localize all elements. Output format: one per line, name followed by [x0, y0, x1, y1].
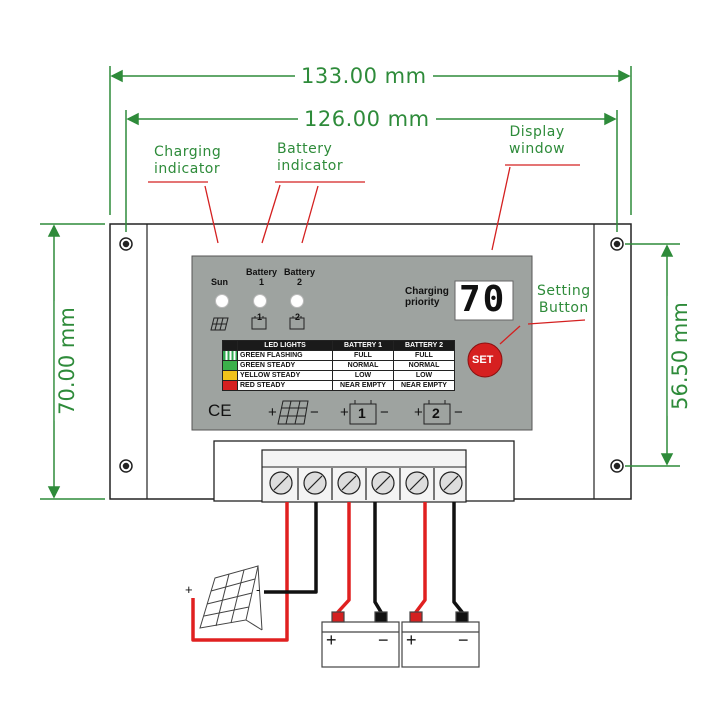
battery-2-icon	[401, 611, 480, 668]
battery-1-state: NORMAL	[332, 360, 394, 371]
led-table-swatch-header	[222, 340, 238, 351]
set-button-label[interactable]: SET	[472, 354, 494, 366]
hole-spacing-width-label: 126.00 mm	[298, 107, 436, 131]
battery-indicator-callout: Battery indicator	[277, 141, 344, 174]
total-height-label: 70.00 mm	[54, 301, 79, 421]
battery-2-terminal-minus: −	[454, 404, 463, 421]
battery-1-icon	[321, 611, 400, 668]
battery-2-plus-label: +	[406, 630, 417, 650]
display-window-callout: Display window	[509, 124, 566, 157]
panel-small-icons	[210, 316, 451, 425]
callout-leaders	[148, 164, 586, 345]
height-dimension-lines	[40, 223, 680, 500]
battery-1-terminal-number: 1	[358, 405, 366, 421]
battery-1-icon-number: 1	[257, 312, 263, 322]
battery-2-state: LOW	[393, 370, 455, 381]
led-color-swatch	[222, 350, 238, 361]
battery-1-state: NEAR EMPTY	[332, 380, 394, 391]
battery-2-terminal-plus: +	[414, 404, 423, 421]
display-value: 70	[459, 279, 507, 320]
led-table-header-lights: LED LIGHTS	[237, 340, 333, 351]
battery-2-minus-label: −	[458, 630, 469, 650]
mounting-holes	[119, 237, 624, 473]
solar-minus-label: -	[256, 582, 261, 597]
battery-1-terminal-minus: −	[380, 404, 389, 421]
battery-2-label: Battery 2	[284, 267, 316, 287]
led-state-name: GREEN STEADY	[237, 360, 333, 371]
battery-2-state: NORMAL	[393, 360, 455, 371]
battery-1-state: FULL	[332, 350, 394, 361]
led-color-swatch	[222, 360, 238, 371]
charging-priority-label: Charging priority	[405, 286, 449, 308]
display-window	[454, 280, 514, 321]
solar-terminal-minus: −	[310, 404, 319, 421]
led-state-name: GREEN FLASHING	[237, 350, 333, 361]
solar-panel-icon	[199, 565, 263, 631]
set-button-shape[interactable]	[467, 342, 503, 378]
led-color-swatch	[222, 380, 238, 391]
battery-2-state: FULL	[393, 350, 455, 361]
battery-1-label: Battery 1	[246, 267, 278, 287]
battery-2-state: NEAR EMPTY	[393, 380, 455, 391]
led-color-swatch	[222, 370, 238, 381]
led-state-name: YELLOW STEADY	[237, 370, 333, 381]
sun-label: Sun	[211, 277, 228, 287]
battery-2-terminal-number: 2	[432, 405, 440, 421]
total-width-label: 133.00 mm	[295, 64, 433, 88]
battery-1-terminal-plus: +	[340, 404, 349, 421]
solar-plus-label: +	[185, 582, 193, 597]
charging-indicator-callout: Charging indicator	[154, 144, 222, 177]
battery-1-minus-label: −	[378, 630, 389, 650]
led-status-table: LED LIGHTS BATTERY 1 BATTERY 2 GREEN FLA…	[222, 340, 455, 391]
led-table-header-battery-1: BATTERY 1	[332, 340, 394, 351]
led-table-header-battery-2: BATTERY 2	[393, 340, 455, 351]
solar-terminal-plus: +	[268, 404, 277, 421]
setting-button-callout: Setting Button	[537, 283, 591, 316]
battery-2-icon-number: 2	[295, 312, 301, 322]
led-state-name: RED STEADY	[237, 380, 333, 391]
led-indicators	[215, 294, 304, 308]
ce-mark: CE	[208, 401, 232, 420]
hole-spacing-height-label: 56.50 mm	[667, 296, 692, 416]
battery-1-plus-label: +	[326, 630, 337, 650]
battery-1-state: LOW	[332, 370, 394, 381]
led-table-header-row: LED LIGHTS BATTERY 1 BATTERY 2	[222, 340, 455, 351]
terminal-screws	[269, 468, 463, 500]
